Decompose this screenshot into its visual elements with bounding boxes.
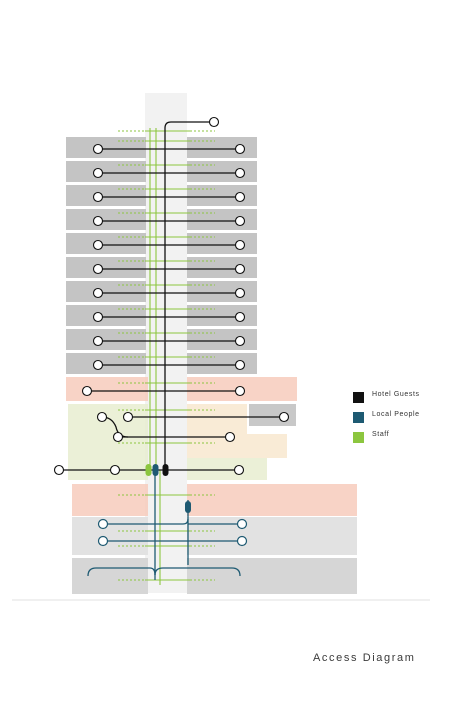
amenity-floor [187,404,247,434]
local-lift-marker [185,501,191,513]
legend-label: Hotel Guests [372,391,420,398]
guest-node [234,311,246,323]
guest-vertical-route [164,121,213,470]
guest-node [122,411,134,423]
guest-node [92,287,104,299]
local-node [97,535,109,547]
legend-label: Staff [372,431,390,438]
hotel-guests-swatch [353,392,364,403]
guest-node [234,359,246,371]
guest-node [234,215,246,227]
guest-node [208,116,220,128]
retail-floor [72,484,148,516]
retail-floor [66,377,148,401]
parking-floor [187,558,357,594]
staff-lift-marker [145,464,152,476]
parking-floor [72,558,148,594]
staff-swatch [353,432,364,443]
guest-node [92,335,104,347]
guest-node [92,191,104,203]
guest-node [234,167,246,179]
hotel-floor-right [187,353,257,374]
guest-node [234,143,246,155]
guest-node [92,143,104,155]
local-node [97,518,109,530]
hotel-floor-left [66,137,146,158]
hotel-floor-right [187,305,257,326]
hotel-floor-right [187,137,257,158]
hotel-floor-left [66,209,146,230]
guest-node [53,464,65,476]
staff-routes [118,128,215,585]
hotel-floor-right [187,185,257,206]
diagram-caption: Access Diagram [313,652,416,664]
hotel-floor-left [66,161,146,182]
lift-markers [145,464,191,513]
hotel-floor-right [187,329,257,350]
guest-node [234,385,246,397]
hotel-floor-left [66,233,146,254]
guest-branches [98,148,240,366]
guest-node [109,464,121,476]
guest-node [92,311,104,323]
building-core [145,93,187,593]
staff-branches [118,130,215,581]
local-people-swatch [353,412,364,423]
hotel-floor-left [66,185,146,206]
guest-node [92,359,104,371]
local-node [236,535,248,547]
guest-lift-marker [162,464,169,476]
legend-label: Local People [372,411,420,418]
hotel-floor-left [66,281,146,302]
hotel-floor-right [187,257,257,278]
meeting-room [249,404,296,426]
local-branch [87,567,156,577]
retail-floor [187,484,357,516]
node-circles [53,116,290,547]
hotel-floor-right [187,233,257,254]
guest-node [92,239,104,251]
guest-node [92,215,104,227]
hotel-floor-left [66,305,146,326]
guest-node [224,431,236,443]
guest-node [92,263,104,275]
amenity-floor [187,434,287,458]
podium-floor [187,517,357,555]
local-branch [154,567,241,577]
guest-node [234,239,246,251]
guest-node [234,263,246,275]
hotel-floor-right [187,209,257,230]
local-lift-marker [152,464,159,476]
guest-node [112,431,124,443]
hotel-floor-left [66,353,146,374]
guest-node [234,287,246,299]
local-branch [103,518,189,525]
guest-node [233,464,245,476]
podium-floor [72,517,148,555]
guest-node [234,335,246,347]
amenity-floor [187,458,267,480]
guest-node [234,191,246,203]
amenity-floor [68,404,148,480]
guest-node [96,411,108,423]
hotel-floor-right [187,281,257,302]
guest-node [278,411,290,423]
guest-node [81,385,93,397]
hotel-floor-right [187,161,257,182]
guest-node [92,167,104,179]
hotel-floor-left [66,329,146,350]
local-node [236,518,248,530]
hotel-floor-left [66,257,146,278]
